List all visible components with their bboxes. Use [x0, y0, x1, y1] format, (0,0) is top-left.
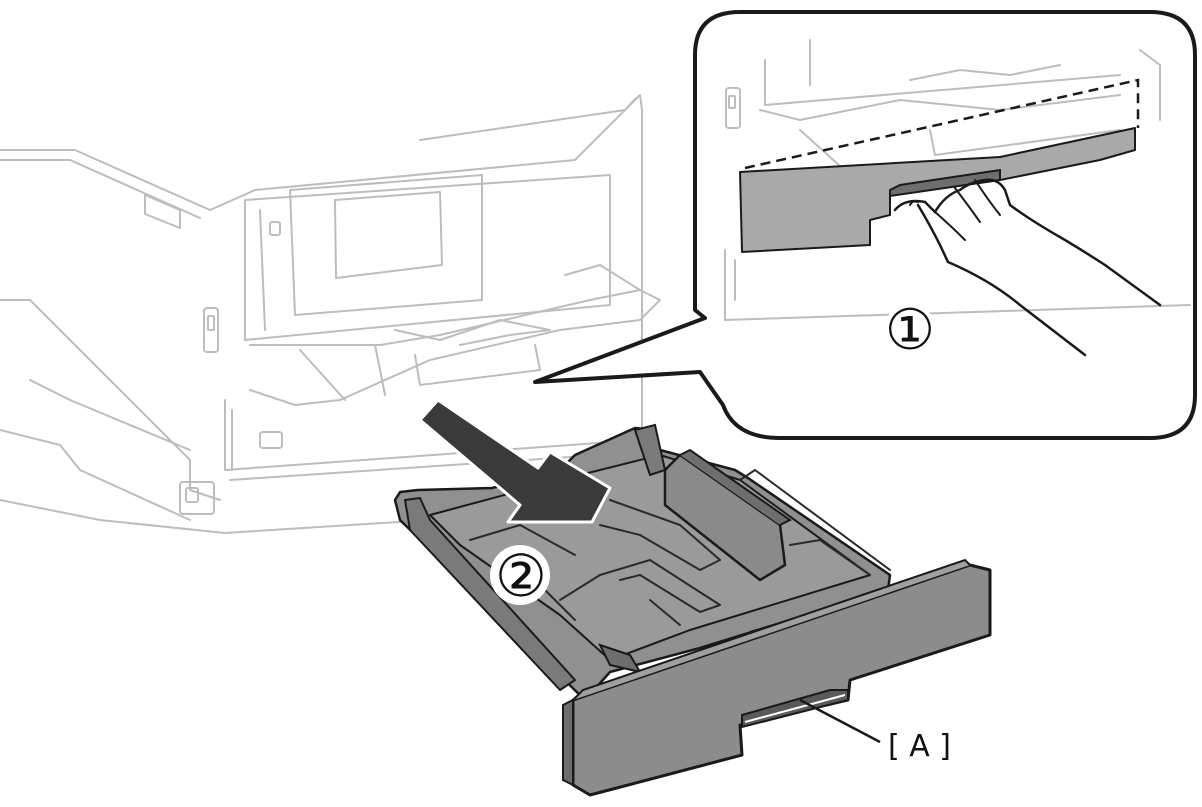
step-1-marker: ①	[885, 298, 935, 363]
step-2-marker: ②	[495, 542, 547, 610]
pull-direction-arrow	[418, 398, 612, 524]
callout-a-label: [ A ]	[888, 729, 951, 764]
hand-pulling-icon	[893, 178, 1162, 357]
zoom-dashed-guide	[744, 78, 1140, 170]
zoom-printer-front	[724, 39, 1191, 321]
callout-a-leader-line	[799, 698, 881, 744]
step-2-bg	[490, 545, 550, 605]
zoom-callout: ①	[533, 10, 1197, 440]
